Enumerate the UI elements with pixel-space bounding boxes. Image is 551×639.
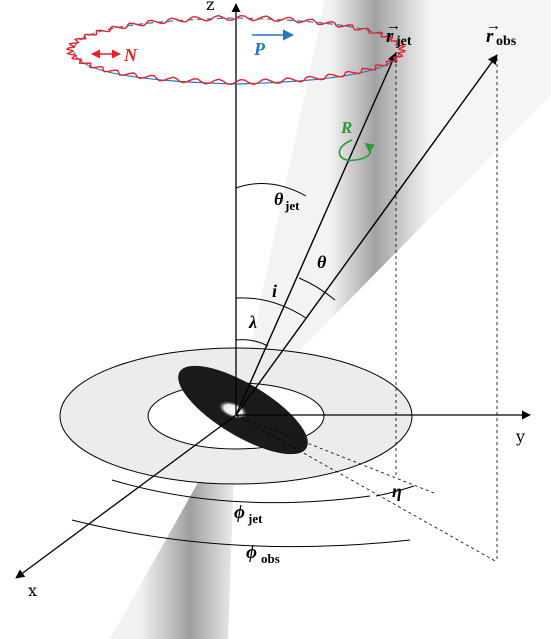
- r-obs-projection-floor: [235, 414, 498, 563]
- theta-jet-subscript: jet: [284, 198, 300, 213]
- r-obs-label: → r obs: [486, 18, 517, 49]
- theta-jet-label: θ jet: [274, 189, 300, 213]
- r-obs-vector: [235, 54, 498, 416]
- rotation-arrow: [338, 139, 376, 162]
- precession-orbit-back: [73, 17, 401, 49]
- precession-label: P: [253, 39, 266, 59]
- phi-obs-subscript: obs: [261, 551, 280, 566]
- r-jet-subscript: jet: [395, 34, 412, 49]
- r-jet-arrow-glyph: →: [386, 18, 401, 34]
- lambda-label: λ: [248, 312, 257, 332]
- phi-obs-label: ϕ obs: [246, 542, 280, 566]
- precession-orbit-front: [73, 51, 401, 85]
- theta-arc: [298, 277, 336, 301]
- phi-jet-subscript: jet: [247, 511, 263, 526]
- theta-jet-arc: [235, 183, 307, 197]
- lambda-arc: [235, 339, 269, 347]
- theta-jet-symbol: θ: [274, 189, 284, 209]
- r-jet-label: → r jet: [386, 18, 412, 49]
- phi-jet-symbol: ϕ: [234, 502, 245, 523]
- r-jet-symbol: r: [386, 26, 394, 47]
- z-axis-label: z: [206, 0, 214, 14]
- r-jet-vector: [235, 52, 397, 416]
- i-arc: [235, 297, 307, 319]
- theta-label: θ: [317, 252, 327, 272]
- r-obs-arrow-glyph: →: [486, 18, 501, 34]
- phi-jet-label: ϕ jet: [234, 502, 263, 526]
- phi-jet-arc: [111, 479, 371, 504]
- i-label: i: [272, 281, 277, 301]
- rotation-label: R: [340, 118, 352, 137]
- phi-obs-arc: [71, 519, 411, 548]
- r-obs-subscript: obs: [496, 34, 517, 49]
- y-axis-label: y: [515, 427, 525, 446]
- jet-cone: [236, 0, 551, 415]
- x-axis: [15, 414, 237, 579]
- x-axis-label: x: [28, 581, 37, 600]
- r-obs-symbol: r: [486, 26, 494, 47]
- nutation-ring: [65, 14, 407, 86]
- nutation-label: N: [123, 45, 138, 65]
- eta-label: η: [392, 481, 402, 501]
- phi-obs-symbol: ϕ: [246, 542, 257, 563]
